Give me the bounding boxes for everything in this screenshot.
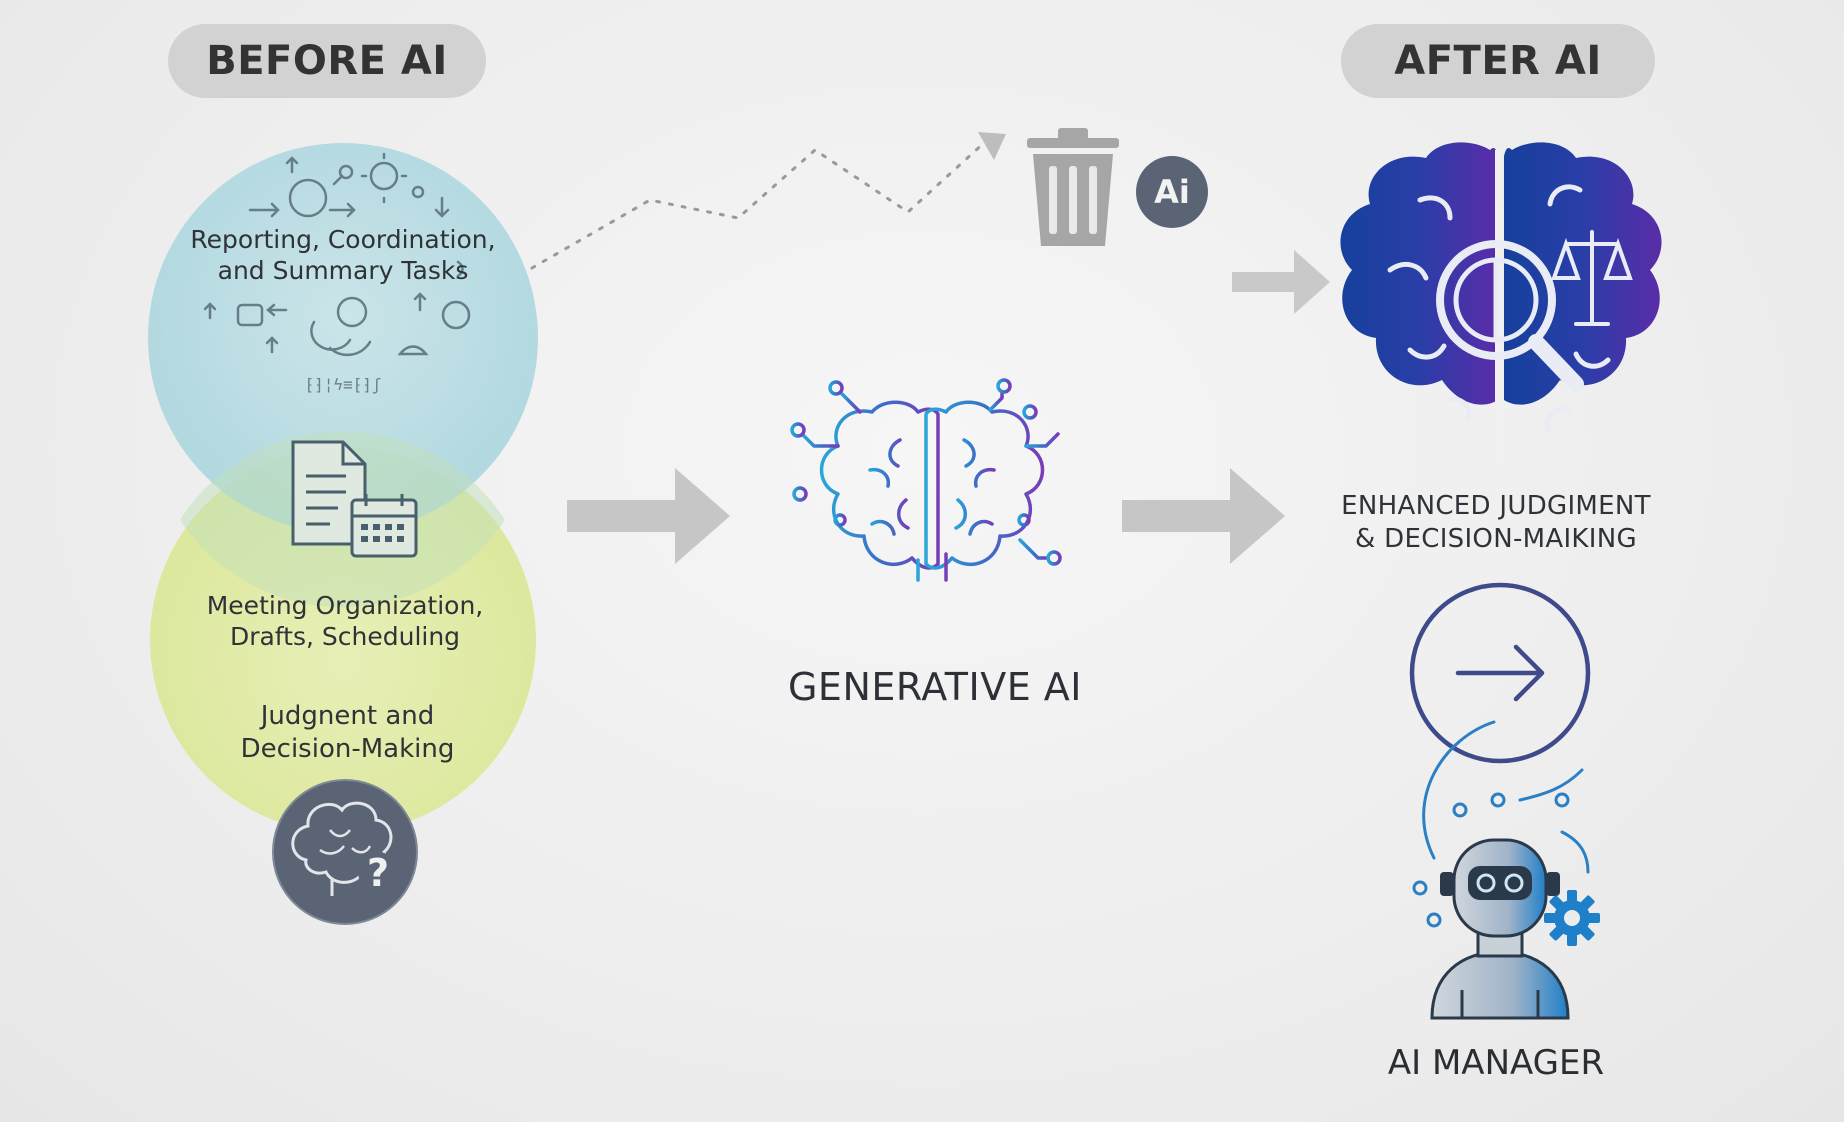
brain-circuit-icon [790,378,1062,582]
doodle-scribble: ⁅⁆¦ϟ≡⁅⁆ʃ [304,375,381,394]
after-ai-title: AFTER AI [1394,38,1602,84]
enhanced-judgment-line2: & DECISION-MAIKING [1355,523,1637,554]
arrow-circle-icon [1409,582,1591,764]
enhanced-judgment-label: ENHANCED JUDGIMENT & DECISION-MAIKING [1320,490,1672,555]
circle-top-blue [148,143,538,533]
ai-badge-icon [1136,156,1208,228]
enhanced-judgment-line1: ENHANCED JUDGIMENT [1341,491,1651,521]
dotted-discard-arrow [530,140,987,270]
after-ai-pill: AFTER AI [1341,24,1655,98]
task-label-judgment-line1: Judgnent and [260,701,435,731]
task-label-reporting-line2: and Summary Tasks [217,256,469,286]
task-label-judgment: Judgnent and Decision-Making [200,700,495,765]
arrow-from-generative-ai [1122,468,1285,564]
before-ai-pill: BEFORE AI [168,24,486,98]
task-label-judgment-line2: Decision-Making [240,733,455,764]
gear-icon [1544,890,1600,946]
svg-text:?: ? [367,851,389,895]
task-label-meeting-line2: Drafts, Scheduling [229,622,461,652]
arrow-to-generative-ai [567,468,730,564]
before-ai-title: BEFORE AI [206,38,448,84]
brain-question-icon: ? [272,779,418,925]
ai-badge-label: Ai [1154,173,1190,211]
task-label-reporting-line1: Reporting, Coordination, [190,225,496,254]
process-doodles [203,152,471,356]
ai-manager-label: AI MANAGER [1387,1043,1605,1083]
dotted-arrow-head [978,132,1006,160]
task-label-reporting: Reporting, Coordination, and Summary Tas… [183,224,503,287]
generative-ai-label: GENERATIVE AI [787,665,1082,709]
brain-analysis-icon [1340,142,1662,460]
task-label-meeting: Meeting Organization, Drafts, Scheduling [190,590,500,653]
document-calendar-icon [291,440,418,558]
task-label-meeting-line1: Meeting Organization, [206,591,484,620]
robot-manager-icon [1412,720,1590,1020]
trash-icon [1027,128,1119,246]
arrow-to-enhanced-brain [1232,250,1330,314]
